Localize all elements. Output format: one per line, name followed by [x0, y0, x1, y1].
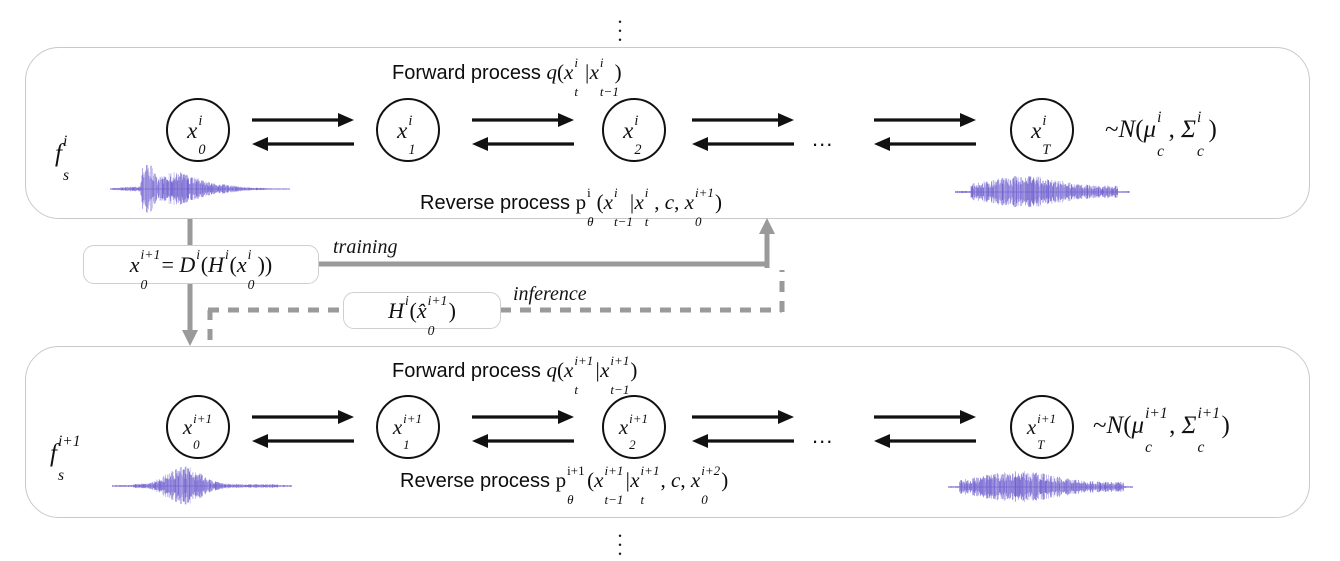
waveform-left-i [110, 165, 290, 213]
inference-label: inference [513, 283, 587, 305]
bidirectional-arrow-i1-0 [250, 407, 356, 451]
reverse-process-text-i1: Reverse process [400, 470, 551, 492]
bidirectional-arrow-i-3 [872, 110, 978, 154]
reverse-process-text-i: Reverse process [420, 192, 571, 214]
bidirectional-arrow-i1-1 [470, 407, 576, 451]
bidirectional-arrow-i1-2 [690, 407, 796, 451]
waveform-right-i1 [948, 468, 1133, 506]
training-label: training [333, 236, 398, 258]
bidirectional-arrow-i-2 [690, 110, 796, 154]
forward-process-text-i1: Forward process [392, 360, 541, 382]
bidirectional-arrow-i-0 [250, 110, 356, 154]
top-vertical-ellipsis: ... [617, 4, 623, 46]
waveform-left-i1 [112, 465, 292, 507]
node-ellipsis-i1: ... [812, 423, 834, 448]
bottom-vertical-ellipsis: ... [617, 518, 623, 560]
bidirectional-arrow-i1-3 [872, 407, 978, 451]
waveform-right-i [955, 172, 1130, 212]
node-ellipsis-i: ... [812, 126, 834, 151]
bidirectional-arrow-i-1 [470, 110, 576, 154]
forward-process-text-i: Forward process [392, 62, 541, 84]
